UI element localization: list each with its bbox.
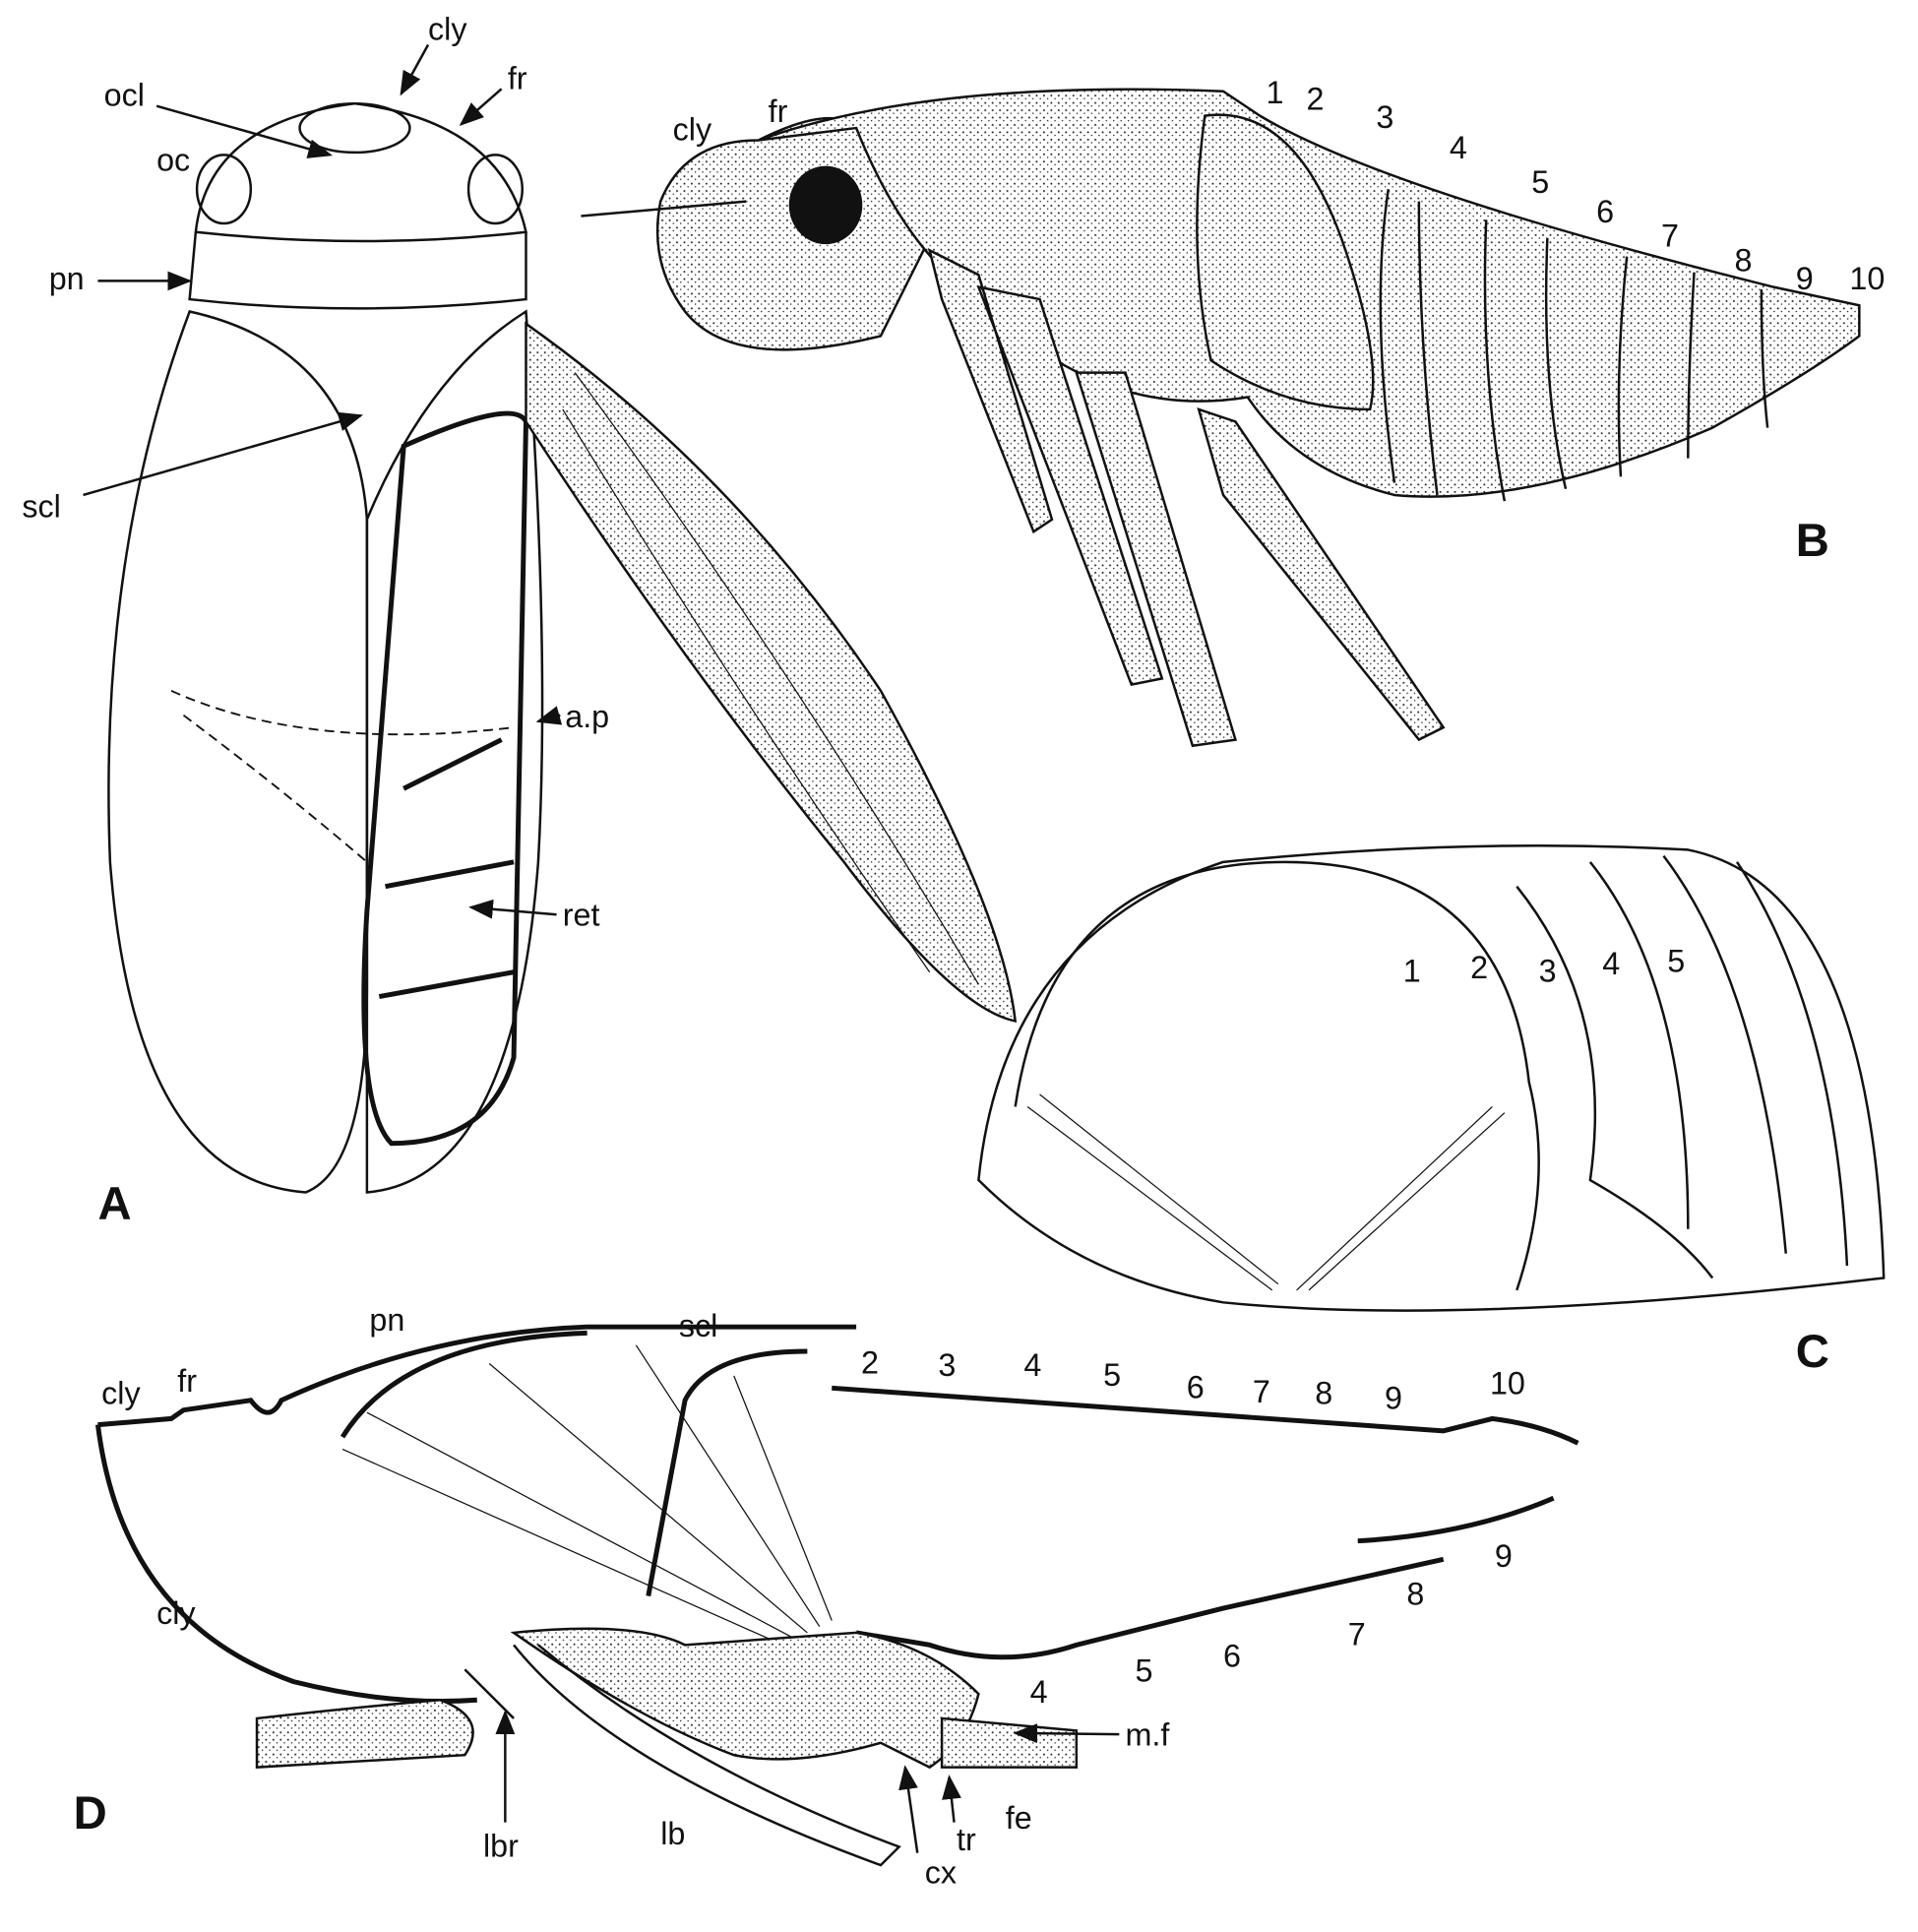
segment-4: 4 — [1450, 130, 1467, 165]
segment-1: 1 — [1266, 75, 1283, 110]
dorsal-segment-10: 10 — [1490, 1366, 1525, 1402]
label-cly: cly — [428, 12, 467, 47]
pronotum-outline — [188, 231, 527, 310]
label-fe: fe — [1006, 1800, 1032, 1836]
panel-letter-a: A — [97, 1178, 131, 1230]
segment-6: 6 — [1596, 194, 1614, 229]
dorsal-segment-9: 9 — [1385, 1380, 1402, 1415]
dorsal-segment-4: 4 — [1023, 1347, 1041, 1383]
dorsal-segment-6: 6 — [1187, 1369, 1205, 1404]
head-lateral — [655, 116, 944, 351]
segment-5: 5 — [1667, 944, 1685, 979]
coxa-region — [510, 1627, 980, 1770]
label-ap: a.p — [565, 699, 609, 734]
wingpad — [1196, 113, 1375, 411]
panel-a-drawing — [107, 101, 1018, 1194]
segment-2: 2 — [1307, 81, 1325, 116]
label-pn: pn — [369, 1302, 404, 1338]
dorsal-outline — [97, 1324, 857, 1428]
panel-a-labels: cly ocl fr oc pn scl a.p ret A — [22, 12, 609, 1230]
segment-5: 5 — [1531, 164, 1549, 200]
segment-3: 3 — [1376, 99, 1393, 135]
segment-10: 10 — [1849, 261, 1885, 296]
label-cly-bottom: cly — [156, 1595, 196, 1631]
label-cly-top: cly — [101, 1375, 141, 1410]
forewing-right — [365, 309, 544, 1194]
hindwing-spread — [525, 321, 1018, 1023]
panel-c-drawing — [977, 844, 1886, 1312]
ventral-segment-7: 7 — [1348, 1616, 1366, 1652]
label-fr: fr — [177, 1363, 197, 1399]
segment-7: 7 — [1661, 218, 1679, 254]
label-pn: pn — [49, 261, 85, 296]
segment-8: 8 — [1735, 242, 1753, 278]
hindwing-folded — [361, 410, 528, 1147]
panel-letter-d: D — [74, 1787, 107, 1839]
label-ret: ret — [563, 897, 600, 932]
panel-d-labels: pn scl cly fr cly 2 3 4 5 6 7 8 9 10 9 8… — [74, 1302, 1525, 1891]
label-oc: oc — [156, 143, 190, 178]
legs — [927, 248, 1446, 748]
forewing-left — [107, 310, 369, 1194]
label-lbr: lbr — [483, 1828, 519, 1863]
label-cx: cx — [925, 1855, 957, 1891]
segment-9: 9 — [1796, 261, 1814, 296]
panel-letter-b: B — [1796, 515, 1829, 567]
head-outline — [194, 101, 527, 243]
label-cly: cly — [673, 111, 712, 147]
dorsal-segment-3: 3 — [938, 1347, 956, 1383]
ventral-segment-8: 8 — [1406, 1576, 1424, 1611]
dorsal-segment-8: 8 — [1315, 1375, 1332, 1410]
panel-b-labels: cly fr 1 2 3 4 5 6 7 8 9 10 B — [673, 75, 1886, 567]
panel-b-drawing — [581, 88, 1861, 748]
segment-3: 3 — [1539, 954, 1557, 989]
labium — [513, 1644, 901, 1867]
segment-1: 1 — [1403, 954, 1421, 989]
panel-letter-c: C — [1796, 1326, 1829, 1378]
label-scl: scl — [679, 1308, 717, 1343]
panel-c-labels: 1 2 3 4 5 C — [1403, 944, 1829, 1378]
dorsal-segment-2: 2 — [861, 1344, 879, 1380]
segment-2: 2 — [1470, 950, 1488, 985]
femur — [940, 1716, 1079, 1769]
dorsal-segment-5: 5 — [1103, 1357, 1121, 1393]
label-scl: scl — [22, 488, 60, 524]
abdomen-outline — [977, 844, 1886, 1312]
label-ocl: ocl — [104, 78, 145, 113]
label-fr: fr — [508, 60, 527, 95]
ventral-segment-9: 9 — [1495, 1538, 1513, 1574]
panel-d-drawing — [94, 1324, 1579, 1867]
label-mf: m.f — [1126, 1716, 1171, 1752]
ventral-segment-4: 4 — [1030, 1674, 1048, 1710]
dorsal-segment-7: 7 — [1253, 1374, 1270, 1409]
ventral-segment-5: 5 — [1135, 1653, 1152, 1689]
label-lb: lb — [660, 1816, 685, 1851]
label-fr: fr — [769, 93, 788, 129]
segment-4: 4 — [1602, 946, 1620, 981]
ventral-segment-6: 6 — [1223, 1639, 1241, 1674]
ventral-outline — [855, 1495, 1555, 1660]
label-tr: tr — [957, 1822, 976, 1857]
